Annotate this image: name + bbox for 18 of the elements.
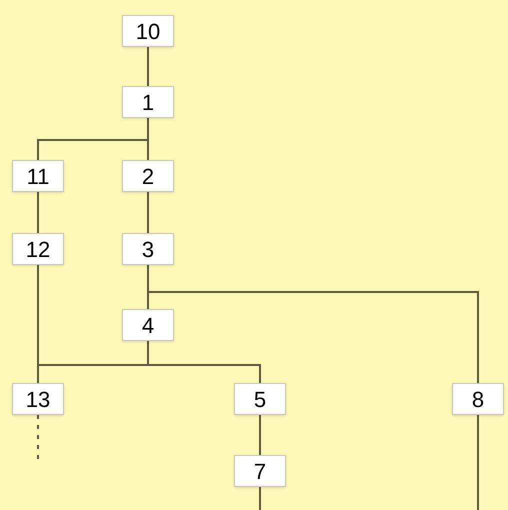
number-box: 13 [12,383,64,415]
number-box: 3 [122,233,174,265]
number-box: 1 [122,86,174,118]
connector-line [259,487,261,510]
connector-line [477,415,479,510]
number-box: 8 [452,383,504,415]
number-box: 5 [234,383,286,415]
number-box: 10 [122,15,174,47]
number-box: 7 [234,455,286,487]
connector-line [259,415,261,455]
connector-line [147,192,149,233]
dotted-line [37,415,39,462]
number-box: 12 [12,233,64,265]
number-box: 4 [122,309,174,341]
connector-line [37,192,39,233]
connector-line [147,47,149,86]
number-box: 2 [122,160,174,192]
number-box: 11 [12,160,64,192]
